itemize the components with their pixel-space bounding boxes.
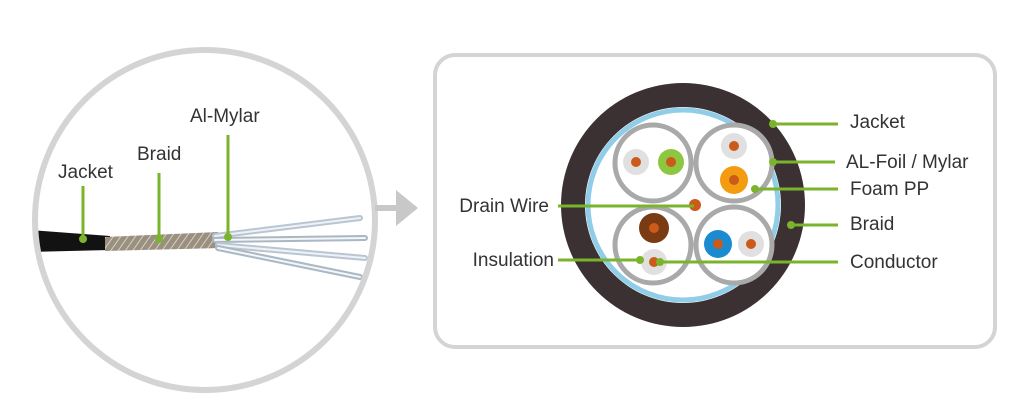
al-mylar-leader-dot: [224, 233, 232, 241]
label-jacket-left: Jacket: [58, 162, 114, 183]
label-drain-wire: Drain Wire: [459, 196, 549, 217]
jacket-leader-dot: [79, 235, 87, 243]
label-al-foil: AL-Foil / Mylar: [846, 152, 969, 173]
label-jacket-right: Jacket: [850, 112, 906, 133]
cable-cross-section: [561, 83, 805, 327]
magnifier-circle: [32, 47, 378, 393]
cross-section-leaders: [558, 122, 838, 264]
magnifier-view: Jacket Braid Al-Mylar: [32, 47, 378, 393]
cable-jacket-segment: [38, 230, 110, 252]
cable-braid-segment: [105, 232, 222, 251]
drain-wire: [689, 199, 701, 211]
label-foam-pp: Foam PP: [850, 179, 929, 200]
label-braid-right: Braid: [850, 214, 894, 235]
label-al-mylar: Al-Mylar: [190, 106, 260, 127]
braid-leader-dot: [155, 235, 163, 243]
pair-4: [693, 204, 775, 286]
arrow-icon: [375, 190, 418, 226]
label-braid-left: Braid: [137, 144, 181, 165]
label-conductor: Conductor: [850, 252, 938, 273]
pair-2: [693, 122, 775, 204]
pair-1: [612, 122, 694, 204]
label-insulation: Insulation: [473, 250, 554, 271]
leader-dots: [636, 120, 795, 266]
foil-pairs: [212, 215, 368, 280]
cable-photo: [38, 215, 368, 280]
pair-3: [612, 204, 694, 286]
